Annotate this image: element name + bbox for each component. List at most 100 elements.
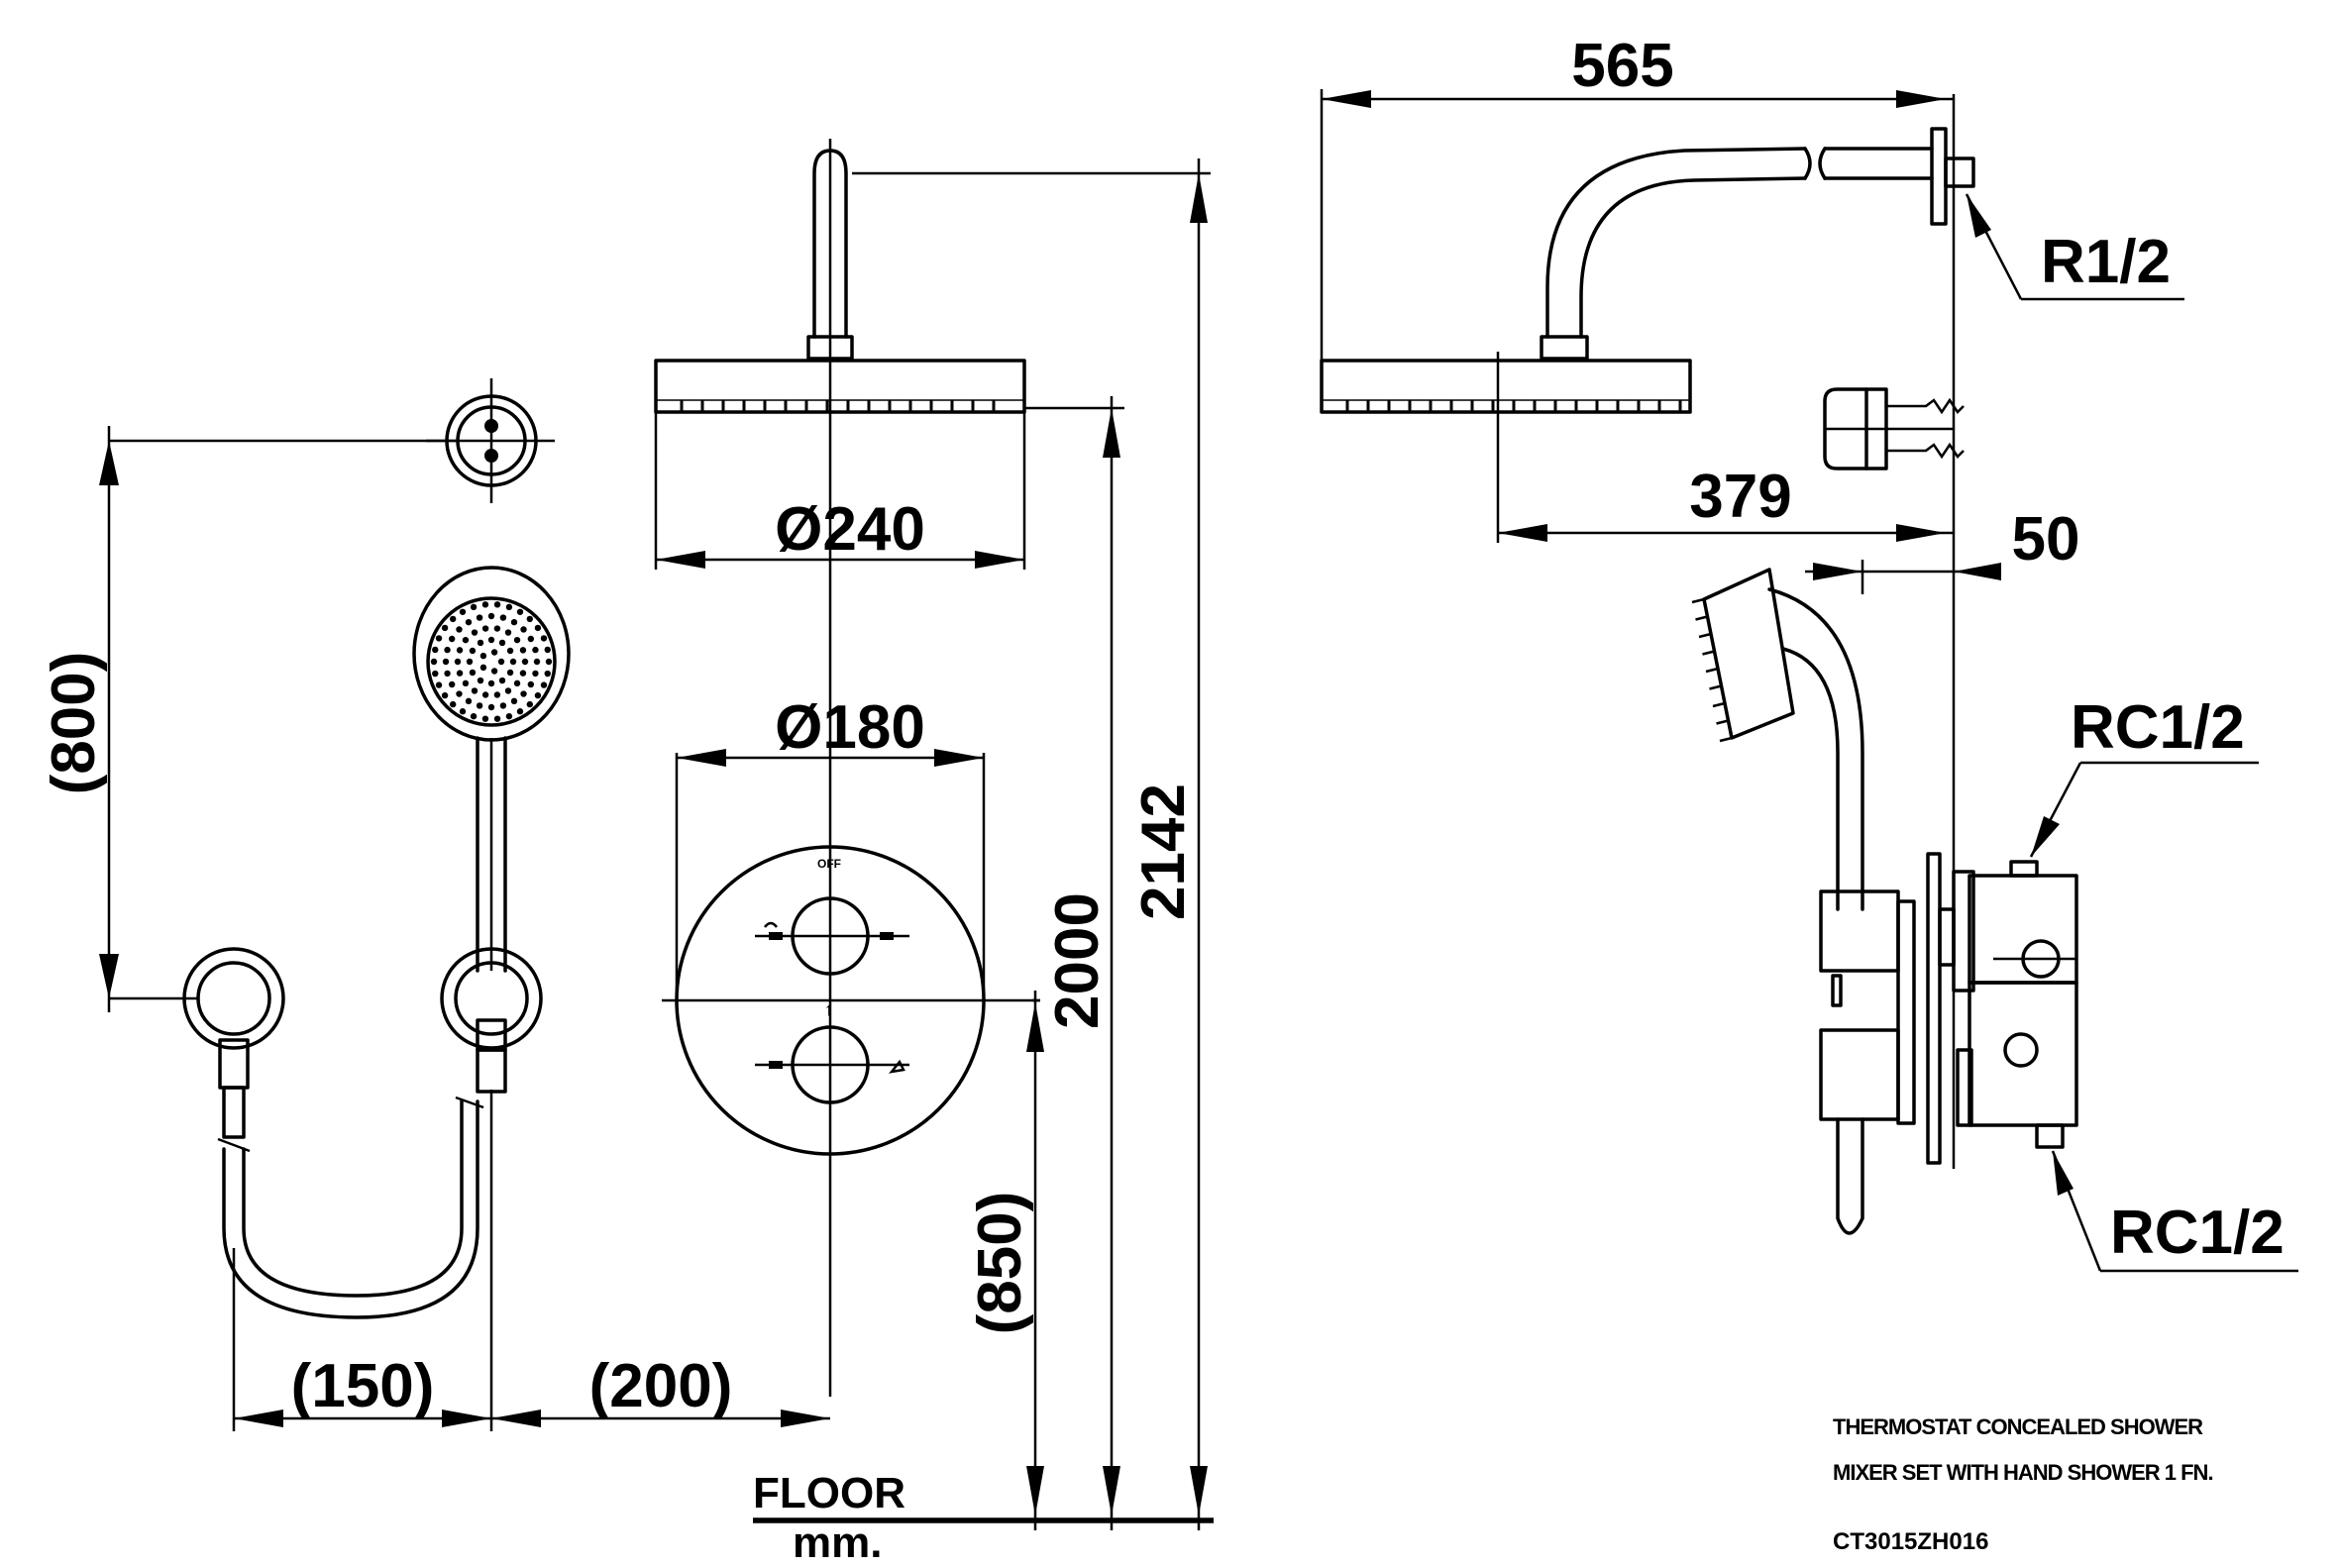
- spray-dot: [487, 612, 495, 620]
- dim-379: 379: [1496, 352, 1954, 543]
- spray-dot: [510, 697, 518, 705]
- spray-dot: [513, 636, 521, 644]
- overhead-shower-front: [654, 139, 1026, 1397]
- spray-dot: [533, 658, 541, 666]
- dim-2142: 2142: [852, 158, 1211, 1530]
- dim-565: 565: [1320, 32, 1954, 361]
- spray-dot: [499, 614, 507, 621]
- spray-dot: [499, 702, 507, 709]
- callout-rc12-top: RC1/2: [2029, 693, 2259, 858]
- nozzle-tick: [1698, 632, 1712, 639]
- spray-dot: [498, 677, 506, 684]
- spray-dot: [476, 614, 483, 621]
- nozzle-tick: [1719, 736, 1733, 743]
- dim-label-240: Ø240: [775, 495, 925, 564]
- spray-dot: [432, 646, 439, 654]
- spray-dot: [540, 635, 548, 642]
- spray-dot: [504, 687, 512, 694]
- spray-dot: [505, 603, 513, 611]
- unit-label: mm.: [793, 1518, 882, 1567]
- spray-dot: [462, 636, 470, 644]
- dim-label-200: (200): [589, 1352, 733, 1420]
- spray-dot: [545, 658, 553, 666]
- nozzle-tick: [1695, 615, 1708, 621]
- spray-dot: [448, 680, 456, 688]
- spray-dot: [516, 608, 524, 615]
- shower-hose: [217, 1096, 484, 1319]
- spray-dot: [526, 615, 534, 623]
- svg-text:OFF: OFF: [817, 857, 841, 871]
- spray-dot: [527, 635, 535, 643]
- spray-dot: [441, 691, 449, 699]
- dim-label-150: (150): [291, 1352, 435, 1420]
- spray-dot: [490, 649, 498, 656]
- spray-dot: [540, 681, 548, 688]
- spray-dot: [469, 647, 477, 655]
- spray-dot: [534, 624, 542, 632]
- spray-dot: [481, 601, 489, 608]
- title-block: THERMOSTAT CONCEALED SHOWER MIXER SET WI…: [1833, 1414, 2214, 1555]
- spray-dot: [462, 679, 470, 687]
- spray-dot: [532, 670, 539, 678]
- spray-dot: [532, 646, 539, 654]
- spray-dot: [448, 635, 456, 643]
- spray-dot: [527, 680, 535, 688]
- spray-dot: [470, 712, 478, 720]
- spray-dot: [505, 712, 513, 720]
- dim-label-rc12-bottom: RC1/2: [2110, 1199, 2285, 1267]
- spray-dot: [506, 669, 514, 677]
- spray-dot: [456, 670, 464, 677]
- spray-dot: [470, 603, 478, 611]
- spray-dot: [487, 703, 495, 711]
- spray-dot: [456, 690, 463, 697]
- floor-label: FLOOR: [753, 1469, 905, 1517]
- title-line-2: MIXER SET WITH HAND SHOWER 1 FN.: [1833, 1460, 2213, 1485]
- spray-dot: [520, 690, 527, 697]
- spray-dot: [487, 679, 495, 687]
- spray-dot: [444, 670, 451, 678]
- spray-dot: [430, 658, 438, 666]
- dim-180: Ø180: [675, 693, 986, 1000]
- overhead-shower-side: [1320, 127, 1975, 414]
- dim-800: (800): [40, 426, 456, 1012]
- spray-dot: [493, 601, 501, 608]
- spray-dot: [479, 652, 487, 660]
- dim-label-180: Ø180: [775, 693, 925, 762]
- dim-150-200: (150) (200): [232, 1090, 830, 1431]
- spray-dot: [526, 700, 534, 708]
- nozzle-tick: [1716, 719, 1729, 725]
- spray-dot: [449, 700, 457, 708]
- spray-dot: [454, 658, 462, 666]
- spray-dot: [441, 624, 449, 632]
- dim-label-2000: 2000: [1043, 892, 1112, 1029]
- spray-dot: [506, 647, 514, 655]
- hand-shower: [412, 566, 571, 973]
- spray-dot: [471, 629, 479, 636]
- spray-dot: [459, 708, 467, 715]
- spray-dot: [504, 629, 512, 636]
- spray-dot: [466, 658, 474, 666]
- spray-dot: [456, 647, 464, 654]
- spray-dot: [519, 647, 527, 654]
- spray-dot: [490, 668, 498, 675]
- dim-label-379: 379: [1689, 463, 1791, 531]
- spray-dot: [544, 670, 551, 678]
- hand-shower-side: [1691, 568, 1864, 911]
- dim-label-850: (850): [966, 1192, 1034, 1335]
- spray-dot: [493, 715, 501, 722]
- spray-dot: [498, 639, 506, 647]
- spray-dot: [477, 677, 484, 684]
- spray-dot: [435, 635, 443, 642]
- svg-text:↑: ↑: [824, 999, 833, 1019]
- spray-dot: [519, 670, 527, 677]
- spray-dot: [493, 625, 501, 632]
- callout-r12: R1/2: [1965, 193, 2184, 301]
- dim-label-800: (800): [40, 652, 108, 795]
- callout-rc12-bottom: RC1/2: [2051, 1150, 2298, 1273]
- dim-label-50: 50: [2012, 505, 2080, 574]
- dim-label-2142: 2142: [1129, 784, 1198, 920]
- spray-dot: [444, 646, 451, 654]
- nozzle-tick: [1709, 684, 1722, 690]
- spray-dot: [465, 618, 473, 626]
